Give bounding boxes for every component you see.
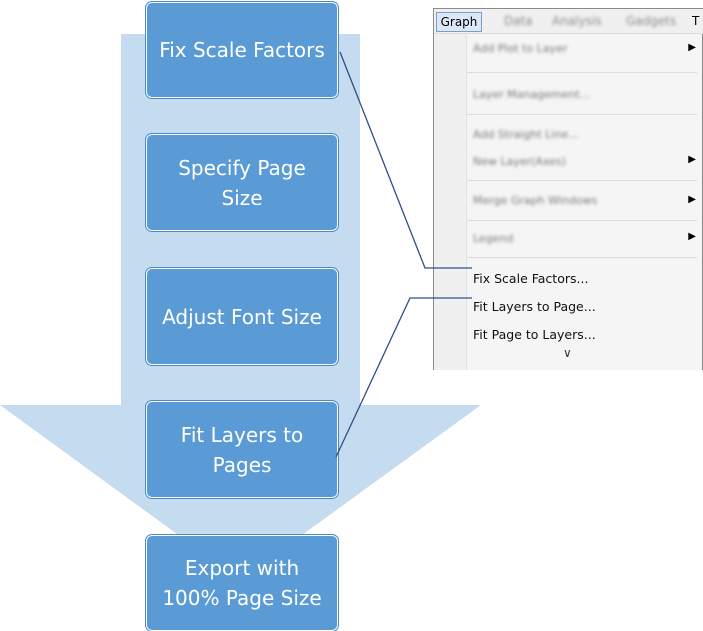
menu-item-add-straight-line[interactable]: Add Straight Line...: [467, 122, 702, 148]
step-label-line2: Size: [221, 185, 263, 210]
chevron-right-icon: ▶: [688, 42, 696, 53]
menu-separator: [467, 72, 697, 73]
menubar: Graph Data Analysis Gadgets T: [434, 9, 703, 34]
step-label-line1: Specify Page: [178, 155, 306, 180]
menu-item-label: Fix Scale Factors...: [473, 271, 589, 286]
menu-item-add-plot[interactable]: Add Plot to Layer: [467, 36, 702, 62]
menu-gadgets[interactable]: Gadgets: [626, 14, 677, 28]
menu-item-legend[interactable]: Legend: [467, 226, 702, 252]
menu-item-fit-layers-to-page[interactable]: Fit Layers to Page...: [467, 294, 702, 320]
menu-analysis[interactable]: Analysis: [552, 14, 602, 28]
chevron-right-icon: ▶: [688, 154, 696, 165]
step-label-line1: Export with: [184, 556, 300, 580]
step-label: Fix Scale Factors: [159, 38, 325, 62]
menu-item-label: Fit Page to Layers...: [473, 327, 596, 342]
menu-truncated[interactable]: T: [692, 14, 700, 28]
menu-item-label: Legend: [473, 232, 514, 245]
menu-separator: [467, 257, 697, 258]
step-specify-page-size: Specify Page Size: [146, 134, 338, 231]
menu-item-label: Fit Layers to Page...: [473, 299, 596, 314]
step-fix-scale-factors: Fix Scale Factors: [146, 2, 338, 98]
menu-data[interactable]: Data: [504, 14, 533, 28]
menu-graph[interactable]: Graph: [436, 12, 482, 32]
double-chevron-down-icon[interactable]: ∨︎: [563, 346, 572, 360]
step-label: Adjust Font Size: [162, 304, 322, 329]
graph-menu-screenshot: Graph Data Analysis Gadgets T Add Plot t…: [433, 8, 703, 370]
menu-item-label: Add Plot to Layer: [473, 42, 568, 55]
menu-item-merge-graph[interactable]: Merge Graph Windows: [467, 188, 702, 214]
step-label-line2: Pages: [212, 452, 272, 477]
chevron-right-icon: ▶: [688, 194, 696, 205]
menu-item-new-layer[interactable]: New Layer(Axes): [467, 149, 702, 175]
menu-separator: [467, 220, 697, 221]
step-adjust-font-size: Adjust Font Size: [146, 268, 338, 365]
menu-item-label: Merge Graph Windows: [473, 194, 598, 207]
graph-menu-dropdown: Add Plot to Layer ▶ Layer Management... …: [434, 34, 702, 370]
step-label-line1: Fit Layers to: [180, 422, 304, 447]
menu-item-label: New Layer(Axes): [473, 155, 566, 168]
menu-item-label: Add Straight Line...: [473, 128, 579, 141]
menu-item-fit-page-to-layers[interactable]: Fit Page to Layers...: [467, 322, 702, 348]
step-export: Export with 100% Page Size: [146, 535, 338, 631]
step-label-line2: 100% Page Size: [162, 586, 322, 610]
menu-icon-gutter: [434, 34, 467, 370]
step-fit-layers-to-pages: Fit Layers to Pages: [146, 401, 338, 498]
menu-item-fix-scale-factors[interactable]: Fix Scale Factors...: [467, 266, 702, 292]
menu-separator: [467, 180, 697, 181]
menu-separator: [467, 114, 697, 115]
menu-item-layer-management[interactable]: Layer Management...: [467, 82, 702, 108]
chevron-right-icon: ▶: [688, 231, 696, 242]
menu-item-label: Layer Management...: [473, 88, 591, 101]
